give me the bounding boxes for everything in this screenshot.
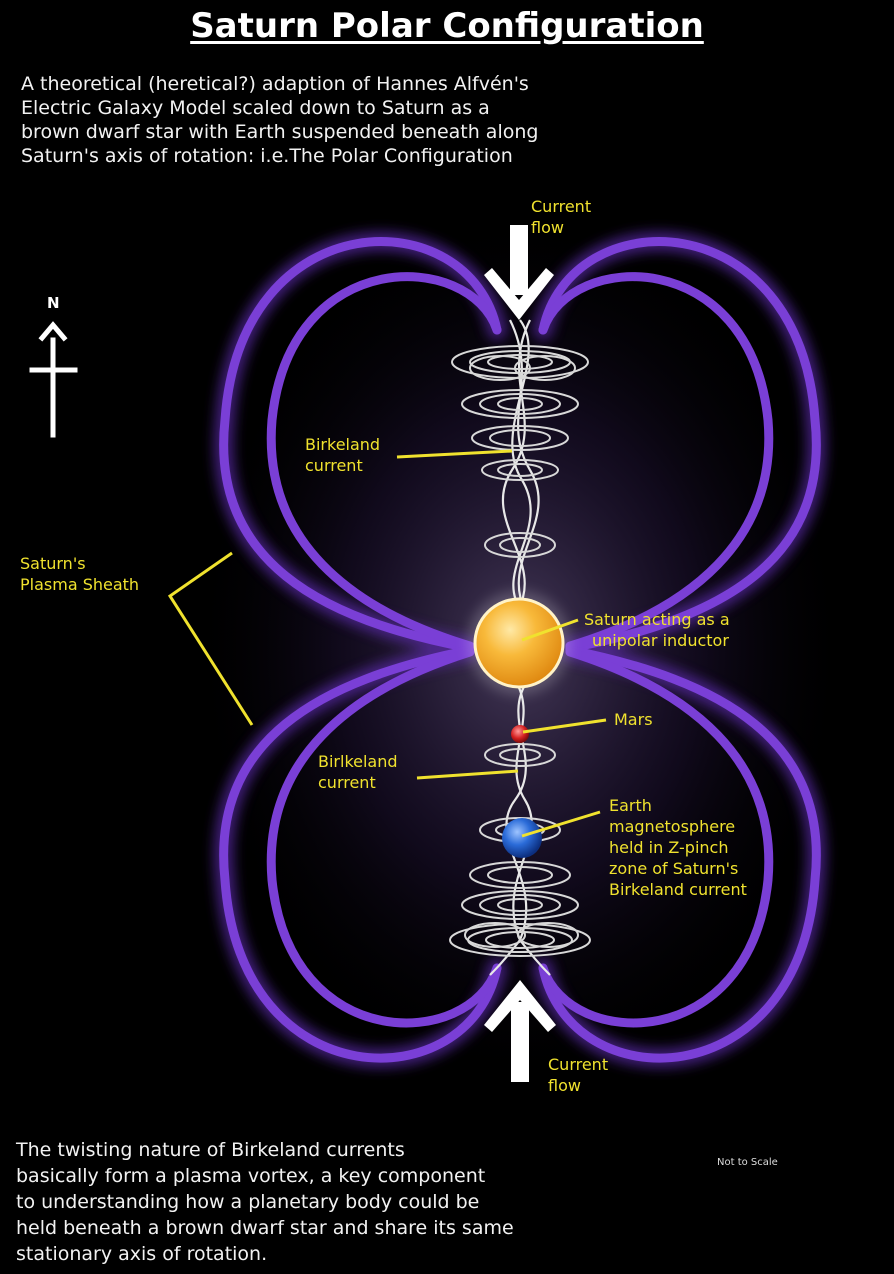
earth-planet [502,818,542,858]
label-line: flow [531,218,564,237]
saturn-label: Saturn acting as a unipolar inductor [584,609,730,651]
label-line: Saturn acting as a [584,610,730,629]
saturn-planet [473,597,565,689]
label-line: Plasma Sheath [20,575,140,594]
outro-line: held beneath a brown dwarf star and shar… [16,1217,514,1239]
down-arrow-icon [484,225,554,320]
label-line: Mars [614,710,653,729]
intro-line: Saturn's axis of rotation: i.e.The Polar… [21,145,513,167]
page-title: Saturn Polar Configuration [190,6,704,46]
plasma-sheath-label: Saturn's Plasma Sheath [20,553,139,595]
label-line: zone of Saturn's [609,859,739,878]
earth-label: Earth magnetosphere held in Z-pinch zone… [609,795,747,900]
north-arrow-icon [29,321,78,438]
intro-line: Electric Galaxy Model scaled down to Sat… [21,97,490,119]
birkeland-upper-label: Birkeland current [305,434,380,476]
scale-note: Not to Scale [717,1157,778,1168]
label-line: current [305,456,363,475]
mars-label: Mars [614,709,653,730]
label-line: Earth [609,796,652,815]
label-line: magnetosphere [609,817,736,836]
label-line: Saturn's [20,554,86,573]
current-flow-top-label: Current flow [531,196,591,238]
label-line: flow [548,1076,581,1095]
outro-text: The twisting nature of Birkeland current… [16,1137,616,1267]
label-line: Current [531,197,592,216]
intro-line: A theoretical (heretical?) adaption of H… [21,73,529,95]
intro-text: A theoretical (heretical?) adaption of H… [21,72,661,168]
mars-planet [511,725,529,743]
north-label: N [47,294,60,312]
plasma-sheath [213,231,827,1069]
label-line: Birkeland [305,435,381,454]
outro-line: basically form a plasma vortex, a key co… [16,1165,486,1187]
outro-line: The twisting nature of Birkeland current… [16,1139,405,1161]
up-arrow-icon [484,980,556,1082]
outro-line: to understanding how a planetary body co… [16,1191,480,1213]
current-flow-bottom-label: Current flow [548,1054,608,1096]
label-line: unipolar inductor [592,631,729,650]
label-line: Birlkeland [318,752,398,771]
label-line: Current [548,1055,609,1074]
current-loops-upper [451,345,589,558]
outro-line: stationary axis of rotation. [16,1243,268,1265]
birkeland-lower-label: Birlkeland current [318,751,398,793]
label-line: held in Z-pinch [609,838,729,857]
intro-line: brown dwarf star with Earth suspended be… [21,121,539,143]
label-line: current [318,773,376,792]
label-line: Birkeland current [609,880,747,899]
leader-lines [167,449,607,838]
